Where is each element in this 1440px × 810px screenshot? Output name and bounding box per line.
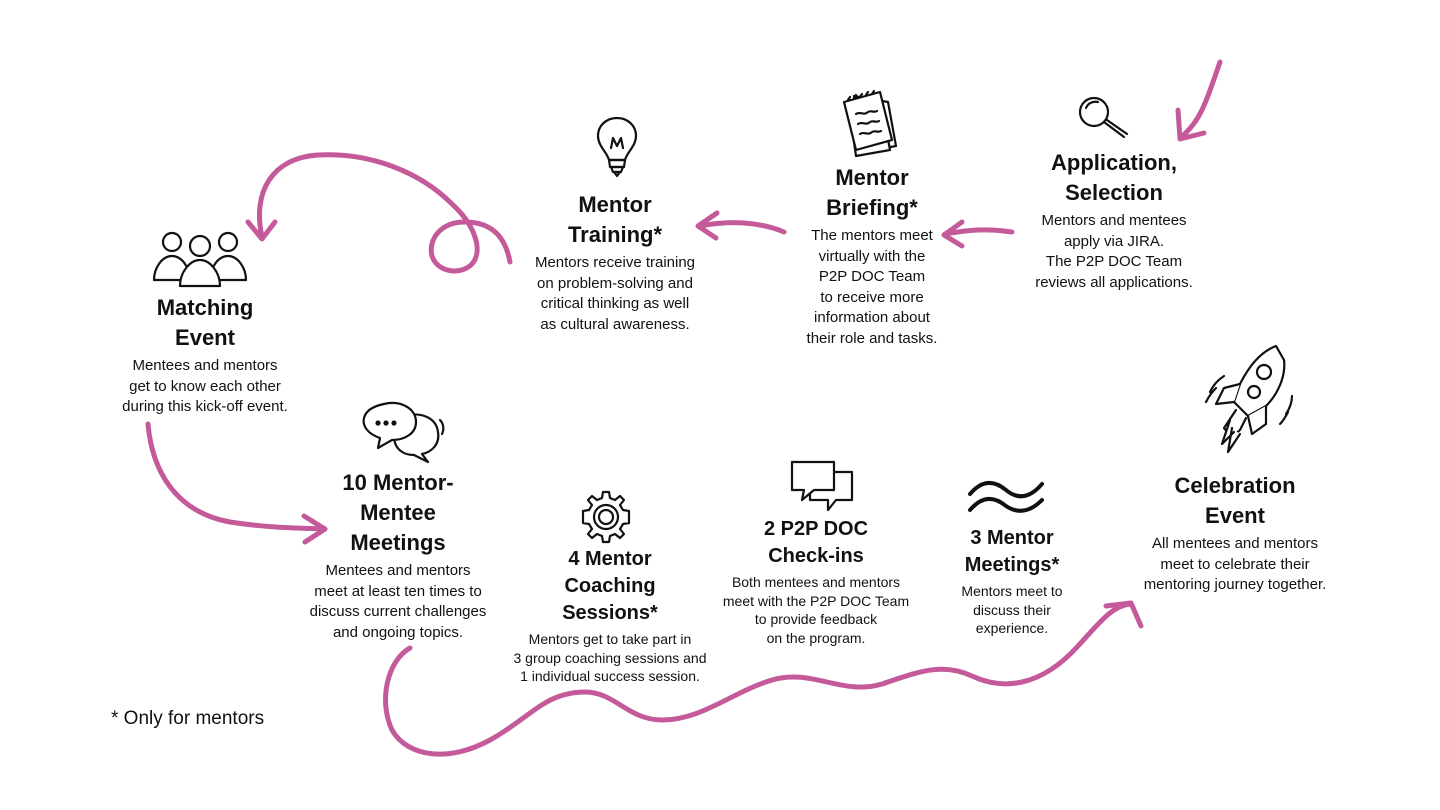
step-briefing: Mentor Briefing* The mentors meet virtua…: [778, 163, 966, 349]
waves-icon: [968, 481, 1044, 513]
step-training: Mentor Training* Mentors receive trainin…: [512, 190, 718, 335]
arrow-application-briefing: [942, 227, 1015, 237]
magnifier-icon: [1078, 96, 1129, 139]
step-coaching: 4 Mentor Coaching Sessions* Mentors get …: [500, 546, 720, 686]
step-application-description: Mentors and mentees apply via JIRA. The …: [1035, 212, 1193, 291]
arrow-matching-meetings-head: [301, 513, 328, 545]
step-matching-title: Matching Event: [156, 295, 254, 350]
step-coaching-title: 4 Mentor Coaching Sessions*: [562, 548, 658, 624]
step-meetings-description: Mentees and mentors meet at least ten ti…: [309, 562, 487, 641]
step-training-description: Mentors receive training on problem-solv…: [534, 254, 696, 333]
arrow-entry: [1177, 59, 1223, 141]
step-checkins: 2 P2P DOC Check-ins Both mentees and men…: [718, 516, 914, 647]
step-matching-description: Mentees and mentors get to know each oth…: [122, 357, 288, 415]
step-celebration: Celebration Event All mentees and mentor…: [1120, 471, 1350, 596]
gear-icon: [581, 490, 631, 544]
footnote: * Only for mentors: [111, 708, 265, 729]
arrow-briefing-training-head: [695, 210, 720, 241]
step-mentor-meetings-title: 3 Mentor Meetings*: [964, 527, 1060, 576]
step-matching: Matching Event Mentees and mentors get t…: [98, 293, 312, 418]
step-mentor-meetings-description: Mentors meet to discuss their experience…: [961, 583, 1063, 636]
arrow-training-matching-head: [245, 219, 278, 242]
step-checkins-title: 2 P2P DOC Check-ins: [763, 518, 869, 567]
step-celebration-description: All mentees and mentors meet to celebrat…: [1143, 535, 1327, 593]
step-celebration-title: Celebration Event: [1174, 473, 1296, 528]
step-briefing-description: The mentors meet virtually with the P2P …: [806, 227, 938, 347]
people-group-icon: [152, 231, 248, 288]
lightbulb-icon: [596, 116, 638, 178]
chat-bubbles-icon: [790, 460, 854, 512]
rocket-icon: [1204, 344, 1294, 454]
arrow-meetings-celebration-head: [1103, 600, 1144, 629]
step-checkins-description: Both mentees and mentors meet with the P…: [722, 574, 910, 646]
step-meetings: 10 Mentor- Mentee Meetings Mentees and m…: [290, 468, 506, 643]
notepad-icon: [842, 89, 898, 158]
step-application: Application, Selection Mentors and mente…: [1006, 148, 1222, 293]
arrow-meetings-celebration: [383, 601, 1133, 757]
speech-bubbles-icon: [362, 401, 445, 464]
arrow-entry-head: [1175, 107, 1207, 142]
step-briefing-title: Mentor Briefing*: [826, 165, 918, 220]
arrow-application-briefing-head: [941, 219, 965, 249]
arrow-training-matching: [256, 152, 513, 274]
step-application-title: Application, Selection: [1051, 150, 1177, 205]
arrow-briefing-training: [697, 220, 787, 235]
arrow-matching-meetings: [145, 421, 327, 532]
step-mentor-meetings: 3 Mentor Meetings* Mentors meet to discu…: [942, 525, 1082, 638]
step-training-title: Mentor Training*: [567, 192, 663, 247]
step-meetings-title: 10 Mentor- Mentee Meetings: [342, 470, 454, 555]
step-coaching-description: Mentors get to take part in 3 group coac…: [513, 631, 707, 684]
